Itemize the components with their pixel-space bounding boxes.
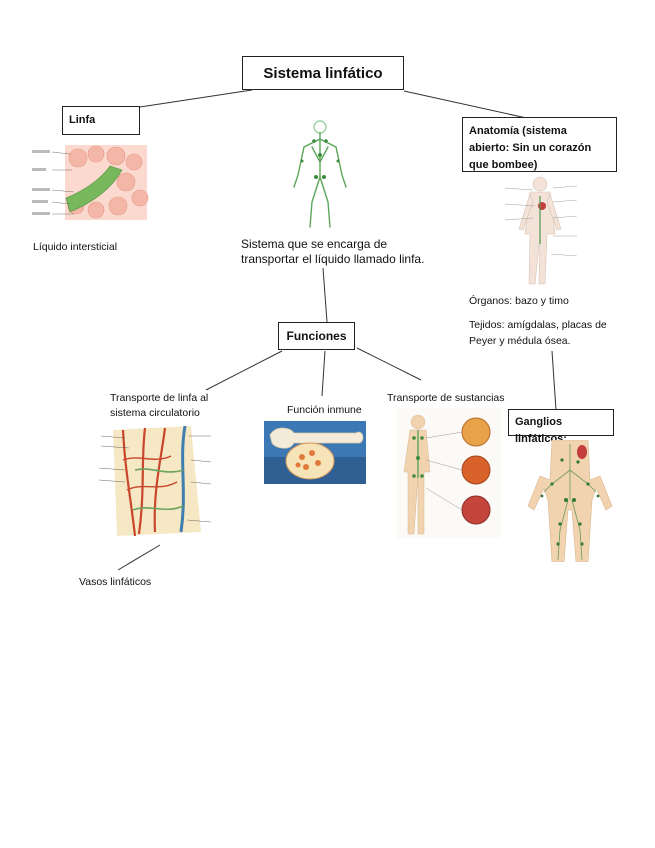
transporte-linfa-text: Transporte de linfa al sistema circulato… bbox=[110, 392, 209, 419]
ganglios-box: Ganglios linfáticos: bbox=[508, 409, 614, 445]
body-lymph-network-illustration bbox=[293, 120, 347, 228]
organos-text: Órganos: bazo y timo bbox=[469, 295, 569, 307]
page-title: Sistema linfático bbox=[263, 64, 383, 82]
line-tejidos-ganglios bbox=[551, 350, 557, 411]
tejidos-text: Tejidos: amígdalas, placas de Peyer y mé… bbox=[469, 319, 607, 347]
anatomia-box: Anatomía (sistema abierto: Sin un corazó… bbox=[462, 117, 617, 172]
line-funciones-inmune bbox=[321, 350, 326, 397]
liquido-text: Líquido intersticial bbox=[33, 241, 118, 253]
definition-text: Sistema que se encarga de transportar el… bbox=[241, 237, 425, 266]
title-box: Sistema linfático bbox=[242, 56, 404, 90]
anatomy-diagram-illustration bbox=[504, 176, 578, 285]
line-funciones-sustancias bbox=[356, 347, 422, 381]
substance-transport-illustration bbox=[396, 408, 501, 538]
transporte-sustancias-text: Transporte de sustancias bbox=[387, 392, 505, 404]
lymph-nodes-body-illustration bbox=[527, 440, 613, 562]
line-title-linfa bbox=[139, 89, 253, 108]
funcion-inmune-text: Función inmune bbox=[287, 404, 362, 416]
lymph-cells-illustration bbox=[32, 145, 149, 220]
linfa-box: Linfa bbox=[62, 106, 140, 135]
line-vasos bbox=[117, 544, 161, 571]
funciones-box: Funciones bbox=[278, 322, 355, 350]
vasos-text: Vasos linfáticos bbox=[79, 576, 152, 588]
capillary-lymph-vessels-illustration bbox=[98, 425, 212, 537]
linfa-label: Linfa bbox=[69, 114, 96, 126]
line-definition-funciones bbox=[322, 267, 328, 323]
line-title-anatomia bbox=[403, 90, 532, 120]
bone-marrow-illustration bbox=[264, 421, 366, 484]
line-funciones-transporte bbox=[205, 350, 283, 391]
anatomia-label: Anatomía (sistema abierto: Sin un corazó… bbox=[469, 125, 592, 171]
funciones-label: Funciones bbox=[286, 329, 347, 343]
